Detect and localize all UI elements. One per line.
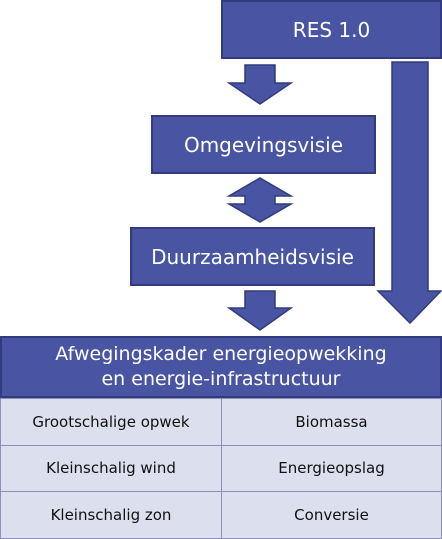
arrow-omg-duur-bidirectional: [226, 177, 294, 223]
arrow-duur-to-kader: [226, 290, 294, 331]
table-cell: Energieopslag: [221, 444, 442, 493]
afwegingskader-line-1: Afwegingskader energieopwekking: [55, 343, 387, 365]
table-cell: Kleinschalig wind: [0, 444, 222, 493]
duurzaamheidsvisie-label: Duurzaamheidsvisie: [151, 244, 354, 269]
res-label: RES 1.0: [292, 17, 371, 42]
res-box: RES 1.0: [221, 0, 442, 59]
afwegingskader-box: Afwegingskader energieopwekking en energ…: [0, 336, 442, 398]
duurzaamheidsvisie-box: Duurzaamheidsvisie: [130, 227, 375, 286]
afwegingskader-line-2: en energie-infrastructuur: [101, 368, 341, 390]
arrow-res-to-kader: [376, 61, 442, 325]
table-cell: Grootschalige opwek: [0, 398, 222, 446]
table-cell: Conversie: [221, 491, 442, 539]
table-cell: Kleinschalig zon: [0, 491, 222, 539]
table-row: Kleinschalig wind Energieopslag: [0, 444, 442, 493]
arrow-res-to-omgevingsvisie: [226, 64, 294, 105]
table-cell: Biomassa: [221, 398, 442, 446]
omgevingsvisie-label: Omgevingsvisie: [183, 132, 344, 157]
energy-topics-table: Grootschalige opwek Biomassa Kleinschali…: [0, 398, 442, 539]
table-row: Kleinschalig zon Conversie: [0, 491, 442, 539]
table-row: Grootschalige opwek Biomassa: [0, 398, 442, 446]
omgevingsvisie-box: Omgevingsvisie: [151, 115, 376, 174]
